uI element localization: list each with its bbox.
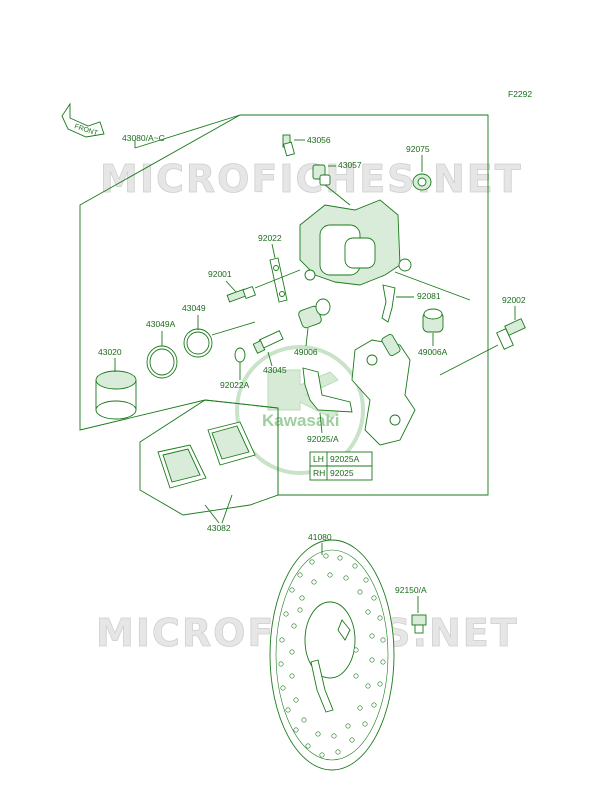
label-43045: 43045 (263, 365, 287, 375)
label-92002: 92002 (502, 295, 526, 305)
label-49006: 49006 (294, 347, 318, 357)
pin-43045 (252, 330, 284, 354)
bolt-92002 (496, 318, 526, 350)
table-side-rh: RH (313, 468, 325, 478)
pad-spring (302, 367, 353, 413)
label-92150: 92150/A (395, 585, 427, 595)
washer-92022a (234, 347, 246, 363)
bleeder-cap (312, 164, 331, 186)
watermark-top: MICROFICHES.NET (100, 157, 523, 201)
label-92022a: 92022A (220, 380, 250, 390)
pads-outline (139, 399, 279, 516)
side-table: LH 92025A RH 92025 (309, 451, 373, 481)
bleeder-valve (282, 134, 295, 157)
brake-disc (269, 539, 395, 771)
caliper-bracket (351, 333, 416, 446)
seal-43049 (183, 328, 213, 358)
label-92001: 92001 (208, 269, 232, 279)
front-arrow-icon: FRONT (61, 102, 105, 138)
label-41080: 41080 (308, 532, 332, 542)
label-43049: 43049 (182, 303, 206, 313)
boot-92075 (412, 173, 432, 191)
boot-49006a (422, 308, 444, 333)
label-49006a: 49006A (418, 347, 448, 357)
bracket-plate-92022 (269, 257, 288, 303)
label-43056: 43056 (307, 135, 331, 145)
caliper-body (299, 199, 412, 286)
label-92081: 92081 (417, 291, 441, 301)
piston-43020 (95, 370, 137, 420)
label-43080: 43080/A~C (122, 133, 165, 143)
boot-49006 (298, 298, 331, 329)
label-43049a: 43049A (146, 319, 176, 329)
label-43020: 43020 (98, 347, 122, 357)
label-43082: 43082 (207, 523, 231, 533)
bolt-92150 (411, 614, 427, 634)
brake-pads (157, 421, 256, 489)
table-side-lh: LH (313, 454, 324, 464)
label-92022: 92022 (258, 233, 282, 243)
bolt-92001 (226, 285, 256, 303)
spring-92081 (381, 284, 396, 323)
label-92025a-slash: 92025/A (307, 434, 339, 444)
table-part-lh: 92025A (330, 454, 360, 464)
figure-code: F2292 (508, 89, 532, 99)
label-43057: 43057 (338, 160, 362, 170)
label-92075: 92075 (406, 144, 430, 154)
kawasaki-text: Kawasaki (262, 411, 340, 430)
seal-43049a (146, 345, 178, 379)
table-part-rh: 92025 (330, 468, 354, 478)
